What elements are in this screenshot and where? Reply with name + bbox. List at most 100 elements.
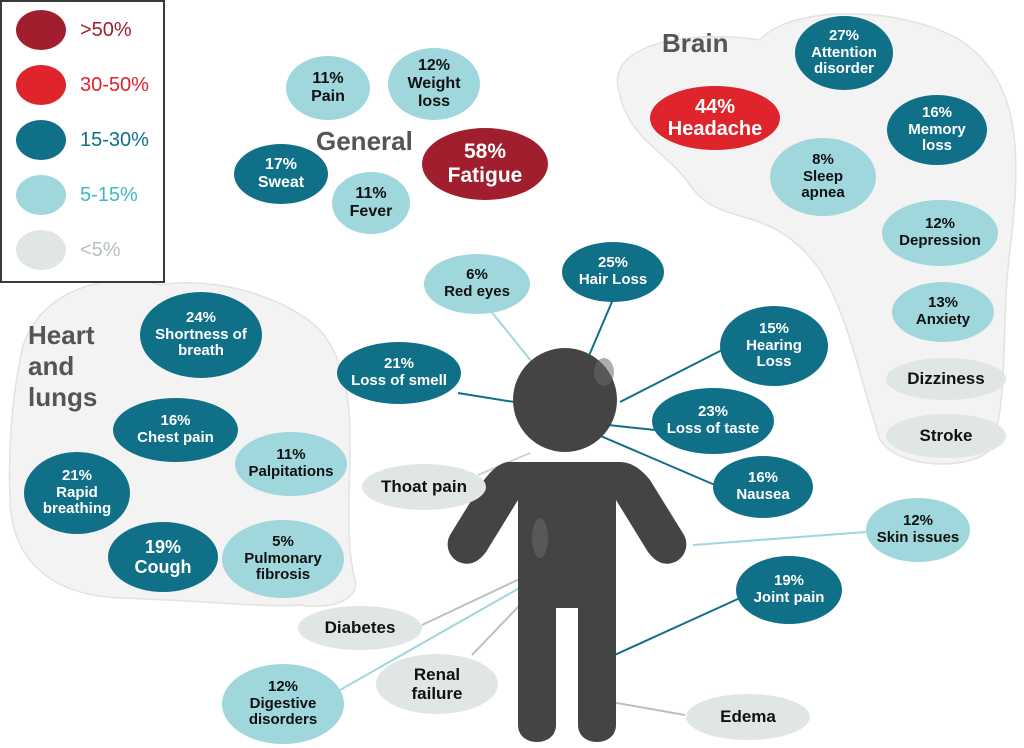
symptom-pct: 58% xyxy=(463,140,507,164)
symptom-name: Attention disorder xyxy=(811,43,877,78)
symptom-renal-failure: Renal failure xyxy=(376,654,498,714)
symptom-name: Red eyes xyxy=(444,283,510,300)
symptom-pct: 24% xyxy=(185,308,217,326)
symptom-shortness-of-breath: 24% Shortness of breath xyxy=(140,292,262,378)
symptom-name: Sleep apnea xyxy=(801,167,845,202)
symptom-pct: 11% xyxy=(276,446,306,464)
symptom-hair-loss: 25% Hair Loss xyxy=(562,242,664,302)
human-figure xyxy=(447,348,687,742)
symptom-pct: 12% xyxy=(417,57,451,75)
symptom-name: Edema xyxy=(720,707,776,727)
symptom-headache: 44% Headache xyxy=(650,86,780,150)
symptom-palpitations: 11% Palpitations xyxy=(235,432,347,496)
legend-item: 5-15% xyxy=(16,175,138,215)
symptom-name: Dizziness xyxy=(907,369,985,389)
connector-nausea xyxy=(581,427,716,486)
symptom-name: Joint pain xyxy=(753,589,825,606)
symptom-pct: 12% xyxy=(267,677,299,695)
symptom-digestive-disorders: 12% Digestive disorders xyxy=(222,664,344,744)
symptom-pct: 27% xyxy=(828,26,860,44)
symptom-name: Chest pain xyxy=(137,429,214,446)
symptom-chest-pain: 16% Chest pain xyxy=(113,398,238,462)
symptom-pct: 16% xyxy=(921,103,953,121)
symptom-name: Digestive disorders xyxy=(248,694,318,729)
symptom-red-eyes: 6% Red eyes xyxy=(424,254,530,314)
symptom-name: Thoat pain xyxy=(381,477,467,497)
symptom-name: Anxiety xyxy=(915,311,971,328)
symptom-pct: 19% xyxy=(773,572,805,590)
connector-hearing xyxy=(619,349,723,403)
symptom-name: Fever xyxy=(349,203,393,220)
legend-label: >50% xyxy=(80,18,132,41)
symptom-pct: 12% xyxy=(924,215,956,233)
legend-label: <5% xyxy=(80,238,121,261)
symptom-throat-pain: Thoat pain xyxy=(362,464,486,510)
symptom-edema: Edema xyxy=(686,694,810,740)
symptom-pulmonary-fibrosis: 5% Pulmonary fibrosis xyxy=(222,520,344,598)
symptom-pct: 21% xyxy=(61,466,93,484)
legend-swatch-dark-red xyxy=(16,10,66,50)
symptom-pct: 11% xyxy=(312,70,344,88)
symptom-name: Sweat xyxy=(257,174,305,191)
symptom-rapid-breathing: 21% Rapid breathing xyxy=(24,452,130,534)
symptom-name: Stroke xyxy=(919,426,973,446)
figure-head xyxy=(513,348,617,452)
symptom-stroke: Stroke xyxy=(886,414,1006,458)
group-title-general: General xyxy=(316,126,413,156)
symptom-name: Memory loss xyxy=(908,120,966,155)
symptom-attention-disorder: 27% Attention disorder xyxy=(795,16,893,90)
symptom-pct: 16% xyxy=(160,412,191,430)
symptom-name: Loss of taste xyxy=(666,420,760,437)
symptom-nausea: 16% Nausea xyxy=(713,456,813,518)
symptom-name: Depression xyxy=(899,232,981,249)
legend-item: <5% xyxy=(16,230,121,270)
symptom-sweat: 17% Sweat xyxy=(234,144,328,204)
group-title-line: Heart xyxy=(28,320,95,350)
symptom-pct: 8% xyxy=(812,150,834,168)
symptom-pct: 17% xyxy=(264,156,298,174)
symptom-cough: 19% Cough xyxy=(108,522,218,592)
symptom-name: Rapid breathing xyxy=(42,483,112,518)
connector-skin xyxy=(692,531,867,546)
legend-item: >50% xyxy=(16,10,132,50)
symptom-name: Headache xyxy=(667,118,763,140)
symptom-depression: 12% Depression xyxy=(882,200,998,266)
legend-swatch-light-teal xyxy=(16,175,66,215)
symptom-joint-pain: 19% Joint pain xyxy=(736,556,842,624)
legend-label: 5-15% xyxy=(80,183,138,206)
symptom-name: Loss of smell xyxy=(351,372,447,389)
legend-item: 30-50% xyxy=(16,65,149,105)
symptom-pct: 15% xyxy=(758,319,790,337)
symptom-name: Hearing Loss xyxy=(746,336,802,371)
symptom-name: Shortness of breath xyxy=(155,325,247,360)
symptom-fever: 11% Fever xyxy=(332,172,410,234)
symptom-pct: 16% xyxy=(747,469,779,487)
legend-swatch-pale xyxy=(16,230,66,270)
symptom-pct: 6% xyxy=(466,266,488,284)
symptom-fatigue: 58% Fatigue xyxy=(422,128,548,200)
symptom-weight-loss: 12% Weight loss xyxy=(388,48,480,120)
symptom-name: Skin issues xyxy=(876,529,960,546)
symptom-pct: 12% xyxy=(902,512,934,530)
symptom-name: Palpitations xyxy=(248,463,334,480)
symptom-diabetes: Diabetes xyxy=(298,606,422,650)
group-title-line: lungs xyxy=(28,382,98,413)
symptom-pct: 44% xyxy=(694,95,736,118)
symptom-pain: 11% Pain xyxy=(286,56,370,120)
symptom-pct: 5% xyxy=(272,532,294,550)
legend-swatch-teal xyxy=(16,120,66,160)
symptom-name: Nausea xyxy=(736,486,790,503)
legend-label: 15-30% xyxy=(80,128,149,151)
symptom-name: Fatigue xyxy=(447,164,523,187)
figure-body xyxy=(447,462,687,742)
symptom-name: Hair Loss xyxy=(578,271,648,288)
figure-highlights xyxy=(532,358,614,558)
symptom-name: Renal failure xyxy=(411,664,463,703)
symptom-name: Pulmonary fibrosis xyxy=(244,549,322,584)
legend-item: 15-30% xyxy=(16,120,149,160)
connector-digestive xyxy=(339,577,538,691)
symptom-loss-of-smell: 21% Loss of smell xyxy=(337,342,461,404)
group-title-heart-lungs: Heart and lungs xyxy=(28,320,97,414)
legend-label: 30-50% xyxy=(80,73,149,96)
